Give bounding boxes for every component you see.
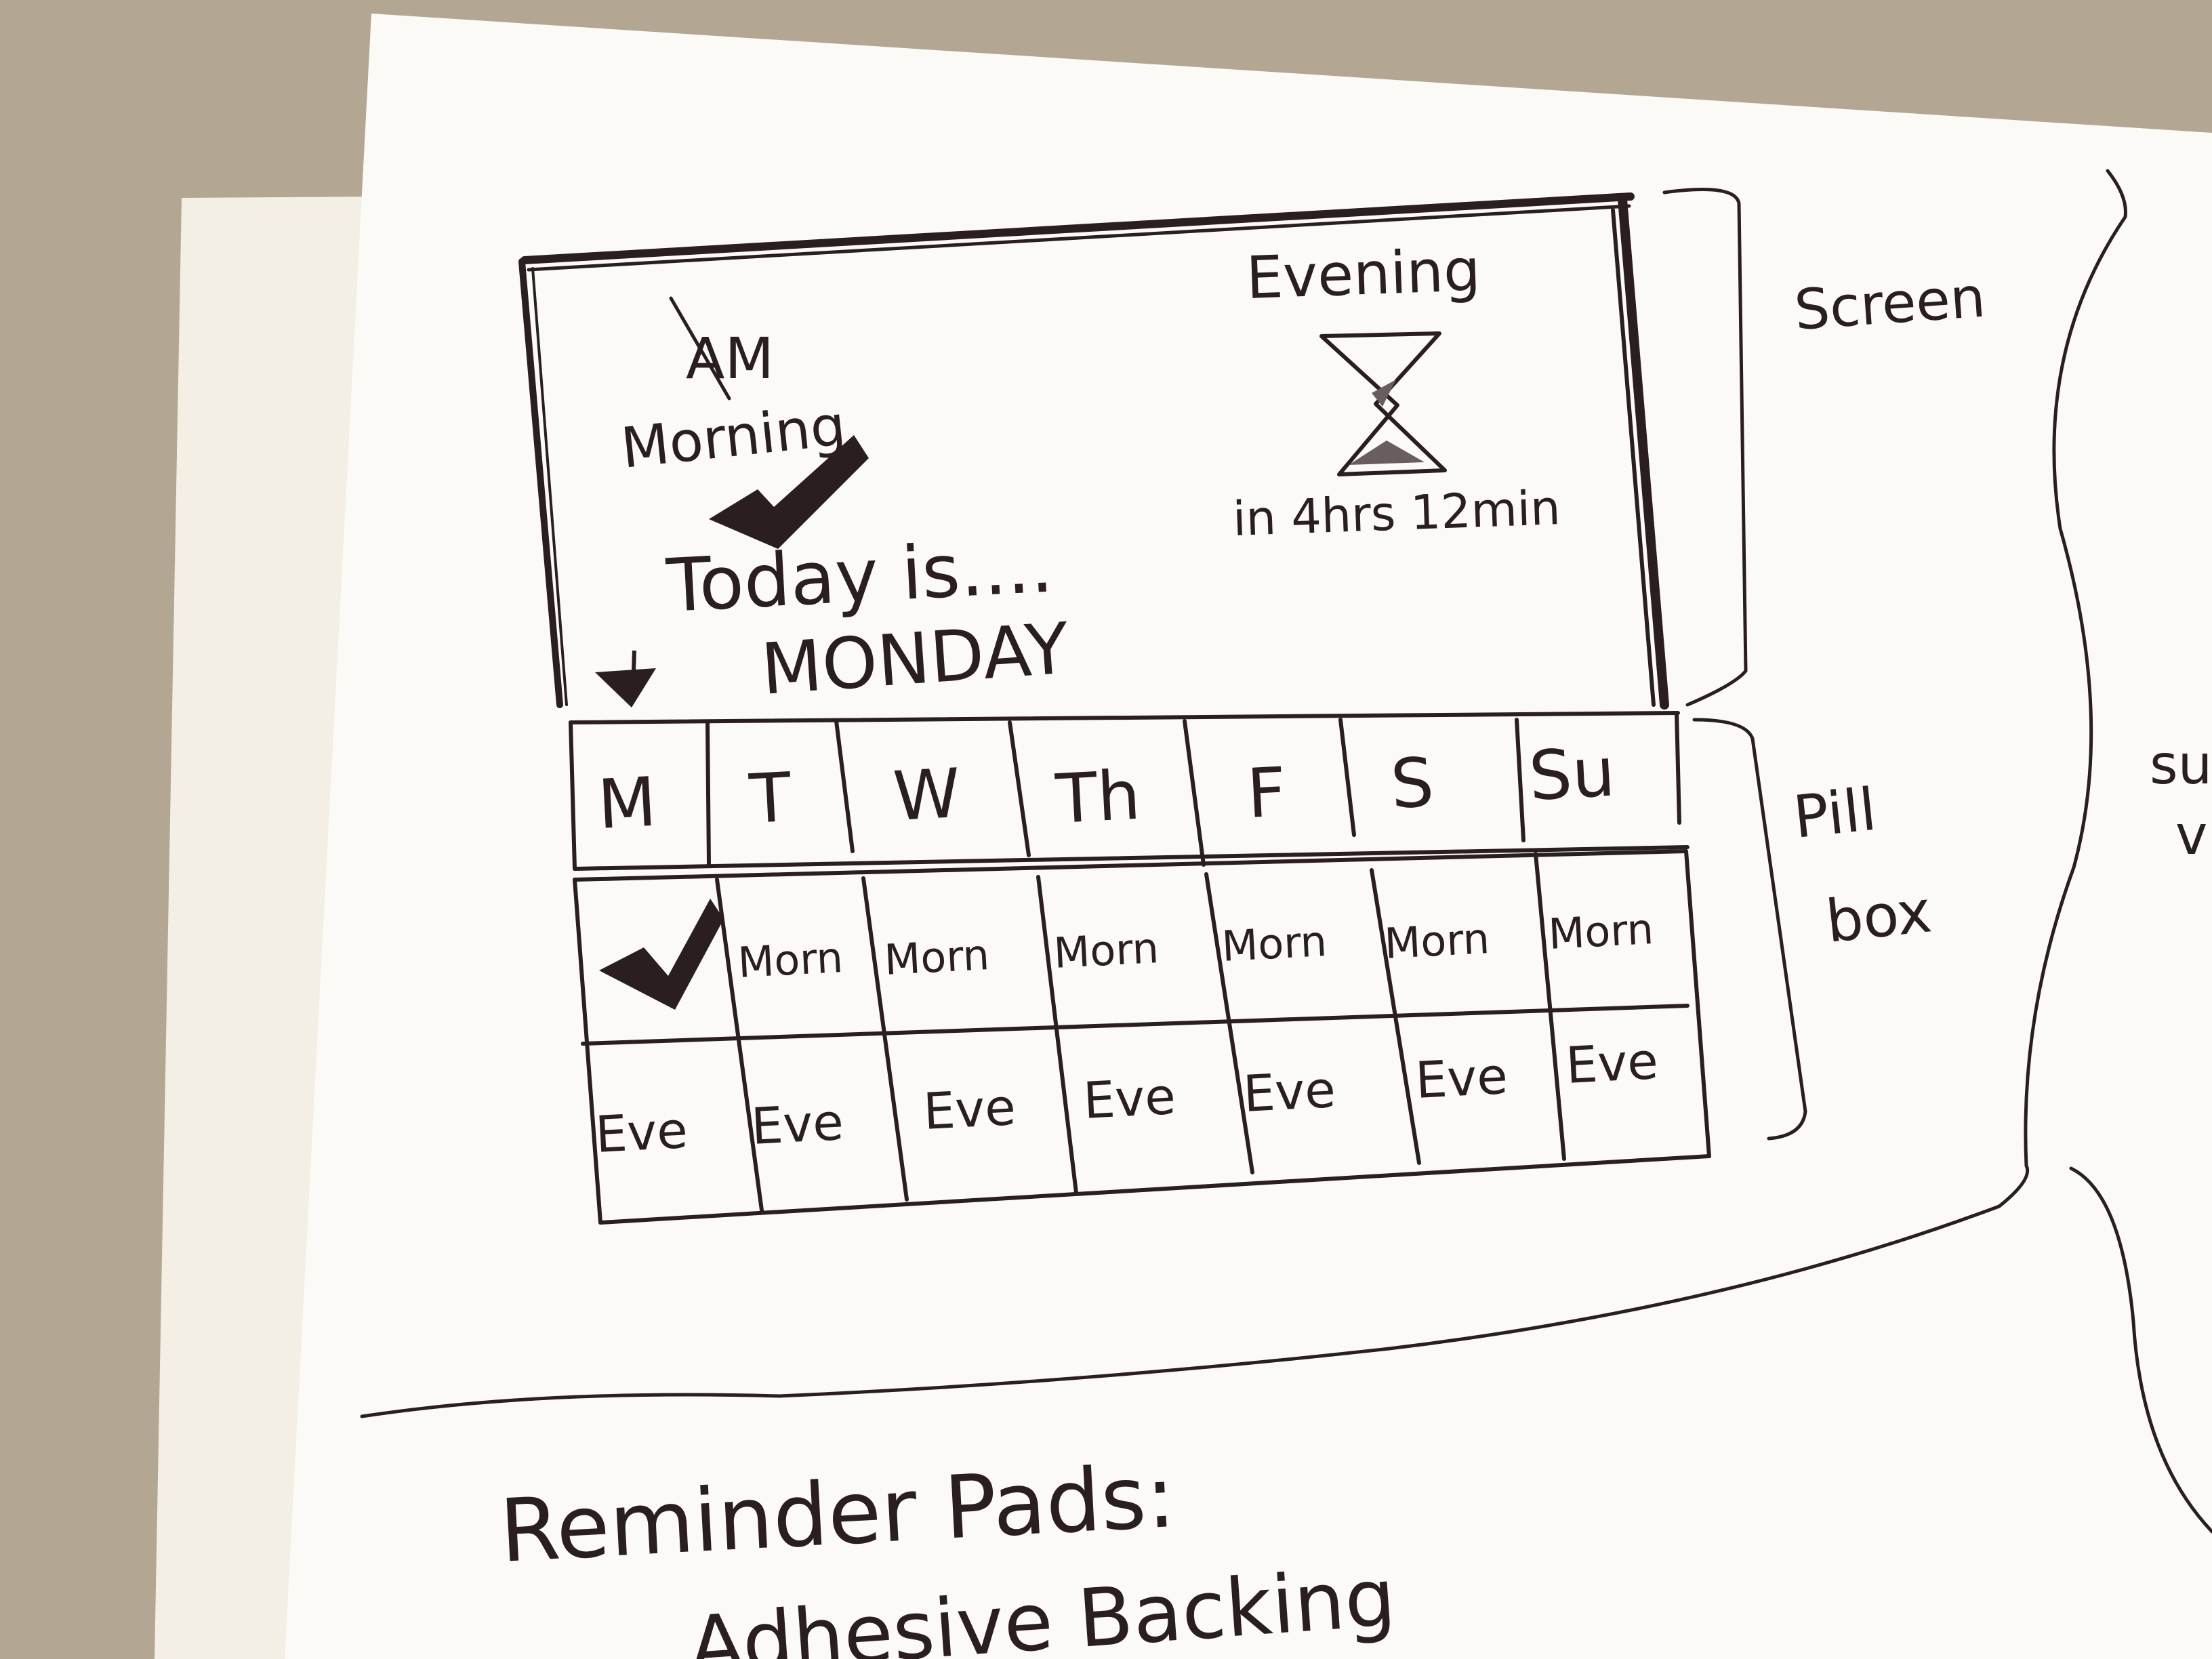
pillbox-day-label: S xyxy=(1389,743,1436,824)
pillbox-annotation-line2: box xyxy=(1823,878,1935,956)
screen-annotation: Screen xyxy=(1793,266,1988,343)
pillbox-header-grid xyxy=(569,711,1689,871)
screen-bracket xyxy=(1662,188,1748,707)
pillbox-evening-cell: Eve xyxy=(1242,1061,1336,1124)
hourglass-sand xyxy=(1372,380,1396,407)
pillbox-evening-cell: Eve xyxy=(922,1078,1017,1141)
pillbox-evening-cell: Eve xyxy=(594,1101,689,1164)
pillbox-day-label: F xyxy=(1245,752,1288,834)
pillbox-day-label: Su xyxy=(1527,732,1617,815)
right-divider-wave xyxy=(2024,169,2127,1168)
pillbox-evening-cell: Eve xyxy=(1414,1047,1509,1110)
pillbox-body-grid xyxy=(573,849,1711,1225)
down-arrow-icon xyxy=(595,650,656,708)
countdown-text: in 4hrs 12min xyxy=(1232,480,1561,547)
evening-label: Evening xyxy=(1245,237,1481,312)
pillbox-evening-cell: Eve xyxy=(1082,1067,1176,1130)
cutoff-annotation-line2: v xyxy=(2175,804,2207,867)
scribble-strike xyxy=(669,296,731,401)
pillbox-day-label: T xyxy=(747,758,794,839)
pillbox-day-label: Th xyxy=(1053,756,1142,839)
right-lower-wave xyxy=(2069,1166,2212,1534)
cutoff-annotation-line1: su xyxy=(2150,733,2212,796)
pillbox-morning-cell: Morn xyxy=(737,933,844,987)
section-divider-wave xyxy=(360,1164,2030,1418)
pillbox-day-label: M xyxy=(596,762,658,844)
pillbox-annotation-line1: Pill xyxy=(1790,776,1879,852)
pillbox-morning-cell: Morn xyxy=(1547,904,1655,959)
pillbox-morning-cell: Morn xyxy=(883,930,991,985)
pillbox-evening-cell: Eve xyxy=(750,1093,844,1156)
pillbox-evening-cell: Eve xyxy=(1564,1032,1659,1095)
pillbox-day-row: M T W Th F S Su xyxy=(596,732,1617,844)
checkmark-icon xyxy=(709,435,869,549)
checkmark-icon xyxy=(599,899,724,1010)
pillbox-morning-cell: Morn xyxy=(1383,914,1491,968)
pillbox-bracket xyxy=(1692,718,1807,1141)
hourglass-sand xyxy=(1349,441,1425,465)
today-prefix: Today is.... xyxy=(664,524,1055,629)
pillbox-morning-cell: Morn xyxy=(1052,923,1160,978)
screen-frame xyxy=(518,192,1669,710)
hourglass-icon xyxy=(1319,331,1447,476)
front-paper-sheet xyxy=(285,14,2212,1659)
pillbox-morning-cell: Morn xyxy=(1221,916,1328,971)
scribble-text: AM xyxy=(686,325,774,392)
pillbox-day-label: W xyxy=(891,754,962,836)
